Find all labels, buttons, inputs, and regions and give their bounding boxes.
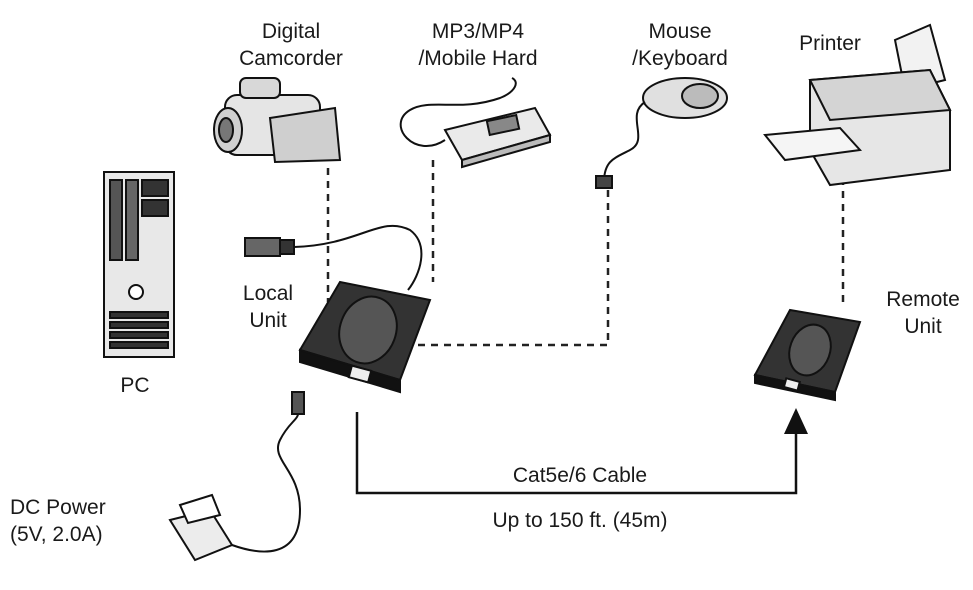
mp3-label: MP3/MP4 /Mobile Hard bbox=[398, 18, 558, 72]
camcorder-label: Digital Camcorder bbox=[216, 18, 366, 72]
cable-name-text: Cat5e/6 Cable bbox=[512, 464, 648, 487]
camcorder-label-line2: Camcorder bbox=[239, 47, 343, 70]
mp3-player-icon bbox=[399, 77, 552, 169]
mp3-label-line2: /Mobile Hard bbox=[418, 47, 538, 70]
mouse-link-line bbox=[418, 185, 610, 347]
dashed-connections bbox=[326, 160, 845, 347]
cable-arrow-icon bbox=[784, 408, 808, 434]
usb-plug-icon bbox=[244, 224, 423, 291]
local-unit-icon bbox=[298, 280, 432, 394]
mouse-icon bbox=[595, 77, 728, 189]
dc-power-label-line2: (5V, 2.0A) bbox=[10, 523, 103, 546]
local-unit-label-line2: Unit bbox=[249, 309, 287, 332]
dc-power-adapter-icon bbox=[168, 391, 305, 562]
printer-icon bbox=[763, 23, 952, 187]
local-unit-label: Local Unit bbox=[228, 280, 308, 334]
mouse-label-line2: /Keyboard bbox=[632, 47, 728, 70]
remote-unit-label: Remote Unit bbox=[873, 286, 973, 340]
printer-label: Printer bbox=[775, 30, 885, 57]
printer-label-text: Printer bbox=[799, 32, 861, 55]
mp3-label-line1: MP3/MP4 bbox=[431, 20, 525, 43]
cat5-cable-line bbox=[355, 412, 798, 495]
local-unit-label-line1: Local bbox=[242, 282, 294, 305]
cable-distance-label: Up to 150 ft. (45m) bbox=[460, 507, 700, 534]
remote-unit-label-line2: Unit bbox=[904, 315, 942, 338]
cable-distance-text: Up to 150 ft. (45m) bbox=[492, 509, 668, 532]
cable-name-label: Cat5e/6 Cable bbox=[470, 462, 690, 489]
dc-power-label-line1: DC Power bbox=[10, 496, 106, 519]
mouse-label-line1: Mouse bbox=[648, 20, 712, 43]
remote-unit-label-line1: Remote bbox=[886, 288, 960, 311]
pc-tower-icon bbox=[103, 171, 175, 358]
camcorder-label-line1: Digital bbox=[261, 20, 321, 43]
dc-power-label: DC Power (5V, 2.0A) bbox=[10, 494, 140, 548]
remote-unit-icon bbox=[753, 308, 862, 402]
mouse-label: Mouse /Keyboard bbox=[610, 18, 750, 72]
pc-label-text: PC bbox=[120, 374, 150, 397]
pc-label: PC bbox=[110, 372, 160, 399]
camcorder-icon bbox=[213, 77, 342, 164]
